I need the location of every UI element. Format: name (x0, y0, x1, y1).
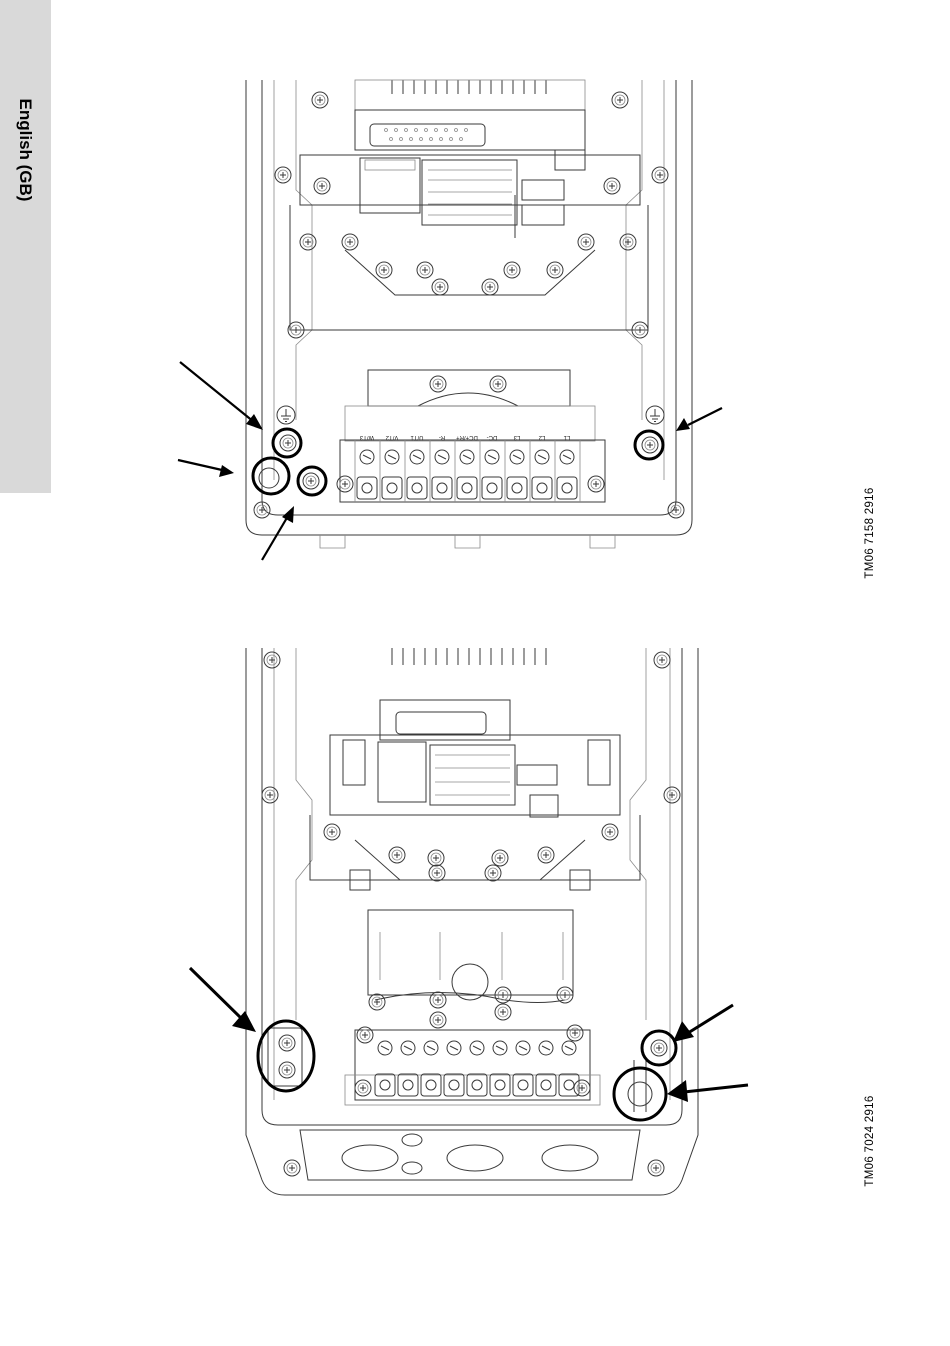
terminal-label: L3 (513, 434, 520, 440)
terminal-label: DC- (487, 434, 498, 440)
ground-symbol-icon (277, 406, 295, 424)
terminal-label: R- (439, 434, 445, 440)
highlight-circle (258, 1021, 314, 1091)
arrow-icon (262, 506, 294, 560)
terminal-label: L2 (538, 434, 545, 440)
terminal-label: V/T2 (385, 434, 398, 440)
highlight-circle (614, 1068, 666, 1120)
terminal-label: L1 (563, 434, 570, 440)
terminal-label: U/T1 (410, 434, 424, 440)
ground-symbol-icon (646, 406, 664, 424)
figure-bottom-drawing (190, 648, 748, 1195)
terminal-label: DC+/R+ (456, 434, 478, 440)
figure-top-drawing: W/T3 V/T2 U/T1 R- DC+/R+ DC- L3 L2 L1 (178, 80, 722, 560)
highlight-circle (253, 458, 289, 494)
arrow-icon (676, 408, 722, 431)
arrow-icon (180, 362, 263, 430)
arrow-icon (178, 460, 234, 477)
terminal-label: W/T3 (359, 434, 374, 440)
arrow-icon (667, 1080, 748, 1102)
